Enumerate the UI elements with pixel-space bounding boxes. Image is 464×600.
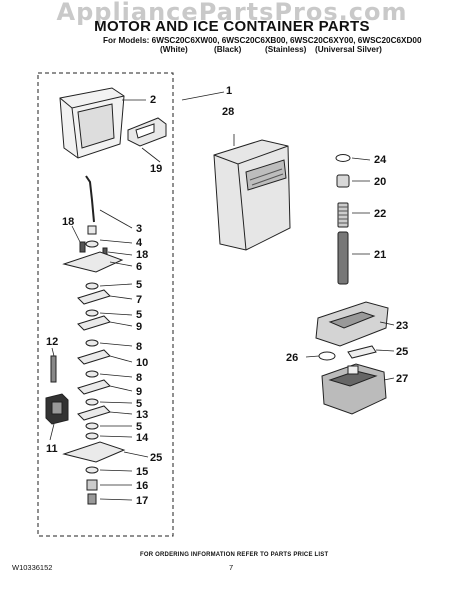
callout-5-c: 5 (136, 398, 142, 410)
callout-8-a: 8 (136, 341, 142, 353)
callout-13: 13 (136, 409, 148, 421)
part-21-shaft (337, 231, 349, 285)
callout-8-b: 8 (136, 372, 142, 384)
callout-11: 11 (46, 443, 58, 455)
part-3-rod (85, 175, 95, 223)
callout-18-right: 18 (136, 249, 148, 261)
callout-9-b: 9 (136, 386, 142, 398)
callout-16: 16 (136, 480, 148, 492)
part-22-spring (337, 202, 349, 228)
part-25-clip-right (347, 345, 377, 359)
callout-27: 27 (396, 373, 408, 385)
callout-24: 24 (374, 154, 387, 166)
auger-stack (62, 225, 126, 505)
callout-22: 22 (374, 208, 386, 220)
callout-28: 28 (222, 106, 234, 118)
document-number: W10336152 (12, 563, 53, 572)
page-title: MOTOR AND ICE CONTAINER PARTS (94, 18, 370, 35)
callout-5-d: 5 (136, 421, 142, 433)
part-2-ice-bucket (59, 87, 125, 159)
leader-lines (49, 91, 395, 501)
variant-universal-silver: (Universal Silver) (315, 45, 382, 54)
callout-26: 26 (286, 352, 298, 364)
callout-4: 4 (136, 237, 143, 249)
callout-6: 6 (136, 261, 142, 273)
part-11-block (45, 393, 69, 425)
assembly-1-outline (37, 72, 174, 537)
part-27-motor (321, 363, 387, 415)
callout-5-b: 5 (136, 309, 142, 321)
callout-15: 15 (136, 466, 148, 478)
variant-white: (White) (160, 45, 188, 54)
callout-17: 17 (136, 495, 148, 507)
watermark: AppliancePartsPros.com (56, 0, 408, 26)
callout-19: 19 (150, 163, 162, 175)
variant-black: (Black) (214, 45, 242, 54)
callout-18-left: 18 (62, 216, 74, 228)
page-number: 7 (229, 563, 234, 572)
callout-1: 1 (226, 85, 232, 97)
callout-12: 12 (46, 336, 58, 348)
part-28-front-cover (213, 139, 291, 251)
variant-stainless: (Stainless) (265, 45, 307, 54)
part-20-bushing (336, 174, 350, 188)
callout-5-a: 5 (136, 279, 142, 291)
callout-2: 2 (150, 94, 156, 106)
callout-20: 20 (374, 176, 386, 188)
part-24-washer (335, 154, 351, 162)
part-12-pin (50, 355, 57, 383)
callout-23: 23 (396, 320, 408, 332)
part-19-bracket (127, 117, 167, 147)
callout-9-a: 9 (136, 321, 142, 333)
part-23-housing (315, 301, 389, 347)
ordering-note: FOR ORDERING INFORMATION REFER TO PARTS … (140, 552, 329, 558)
callout-3: 3 (136, 223, 142, 235)
callout-10: 10 (136, 357, 148, 369)
models-line: For Models: 6WSC20C6XW00, 6WSC20C6XB00, … (103, 36, 422, 45)
callout-7: 7 (136, 294, 142, 306)
callout-25-left: 25 (150, 452, 162, 464)
part-26-washer (318, 351, 336, 361)
callout-25-right: 25 (396, 346, 408, 358)
callout-21: 21 (374, 249, 386, 261)
callout-14: 14 (136, 432, 149, 444)
